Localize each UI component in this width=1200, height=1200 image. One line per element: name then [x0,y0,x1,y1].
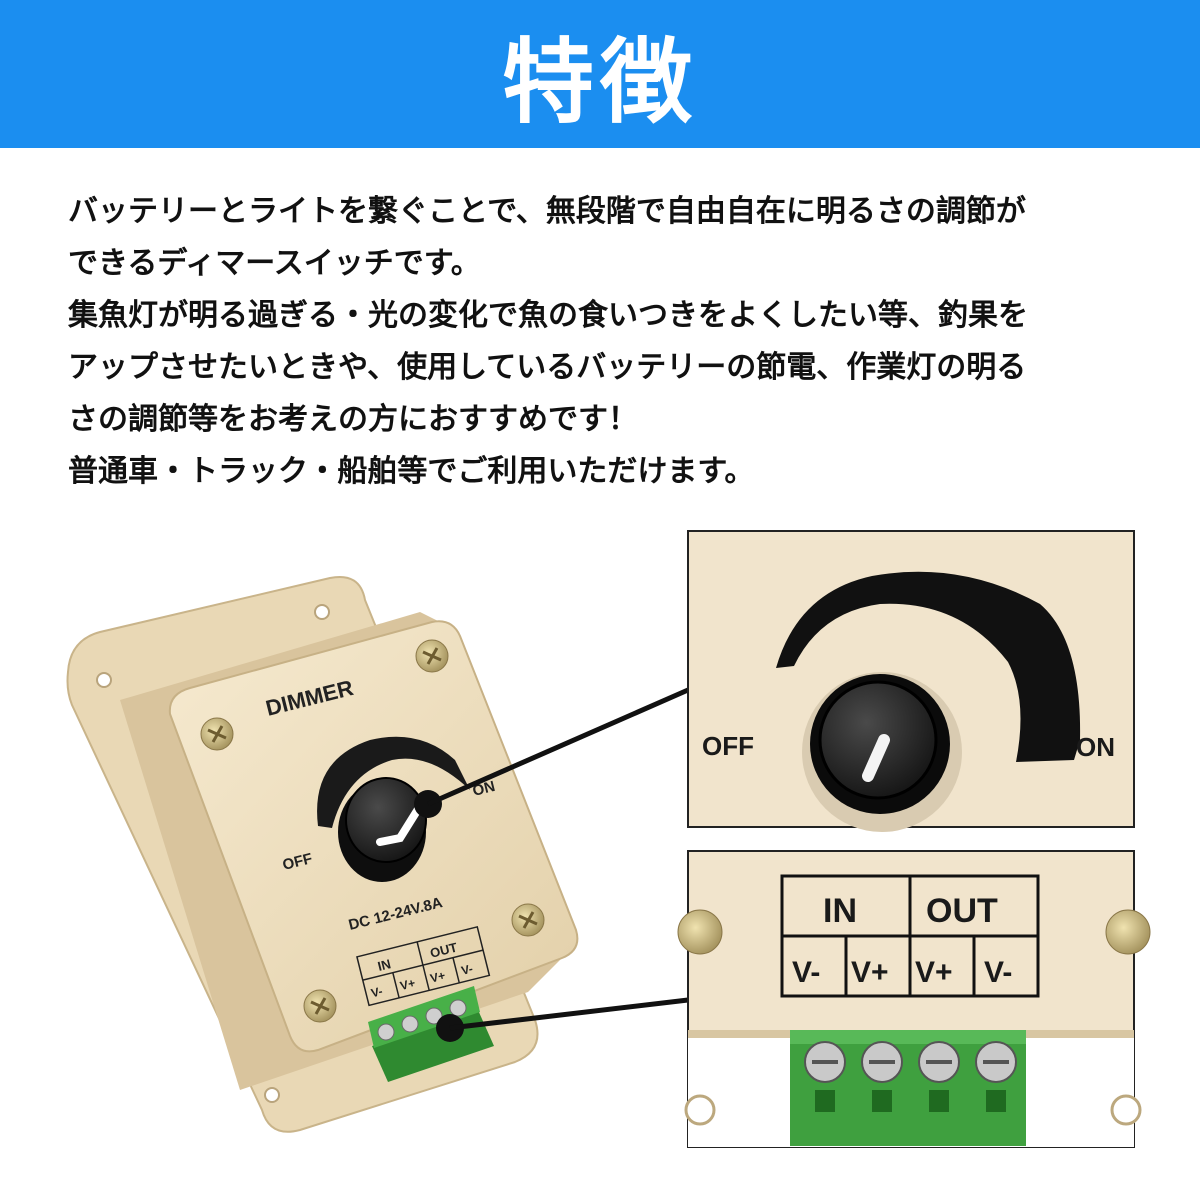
callout-terminal [436,997,689,1042]
terminal-label: V- [792,956,820,989]
mount-hole [96,672,112,688]
device-terminal-label: V- [370,984,384,1000]
out-label: OUT [926,892,998,930]
description-line: できるディマースイッチです。 [68,246,481,281]
device-terminal-label: V+ [399,976,417,993]
terminal-screw-icon[interactable] [918,1041,960,1083]
terminal-block [790,1030,1026,1146]
screw-icon [677,909,723,955]
terminal-screw-icon[interactable] [804,1041,846,1083]
mount-hole [684,1094,716,1126]
screw-icon [1105,909,1151,955]
screw-icon [511,903,545,937]
description-line: バッテリーとライトを繋ぐことで、無段階で自由自在に明るさの調節が [68,194,1026,229]
dimmer-device: DIMMER OFF ON DC 12-24V.8A IN OUT V- V+ … [66,576,579,1133]
brightness-arc-icon [317,736,470,828]
description: バッテリーとライトを繋ぐことで、無段階で自由自在に明るさの調節が できるディマー… [68,186,1148,498]
device-in-label: IN [376,956,392,974]
callout-knob [414,687,690,818]
device-terminal-label: V+ [429,968,447,985]
knob-indicator [862,734,890,782]
device-terminal-label: V- [460,961,474,977]
mount-hole [1110,1094,1142,1126]
terminal-label: V- [984,956,1012,989]
knob-indicator [376,802,424,846]
screw-icon [200,717,234,751]
zoom-off-label: OFF [702,731,754,761]
off-label: OFF [281,850,314,874]
zoom-on-label: ON [1076,732,1115,762]
screw-icon [415,639,449,673]
zoom-panel-knob: OFF ON [687,530,1135,832]
description-line: 普通車・トラック・船舶等でご利用いただけます。 [68,454,755,489]
terminal-screw-icon[interactable] [861,1041,903,1083]
dimmer-knob[interactable] [338,777,427,882]
terminal-table: IN OUT V- V+ V+ V- [780,874,1040,998]
screw-icon [303,989,337,1023]
description-line: さの調節等をお考えの方におすすめです！ [68,402,638,437]
mount-hole [314,604,330,620]
device-terminal-table: IN OUT V- V+ V+ V- [356,925,491,1007]
description-line: アップさせたいときや、使用しているバッテリーの節電、作業灯の明る [68,350,1027,385]
product-scene: DIMMER OFF ON DC 12-24V.8A IN OUT V- V+ … [66,530,1151,1148]
header-banner: 特徴 [0,0,1200,148]
in-label: IN [823,892,857,930]
brightness-arc-icon [776,571,1081,762]
terminal-label: V+ [851,956,889,989]
description-line: 集魚灯が明る過ぎる・光の変化で魚の食いつきをよくしたい等、釣果を [68,298,1028,333]
mount-hole [264,1087,280,1103]
terminal-screw-icon[interactable] [975,1041,1017,1083]
device-out-label: OUT [429,940,459,961]
header-title: 特徴 [501,28,698,136]
terminal-label: V+ [915,956,953,989]
zoom-knob[interactable] [802,672,962,832]
zoom-panel-terminal: IN OUT V- V+ V+ V- [677,850,1151,1148]
